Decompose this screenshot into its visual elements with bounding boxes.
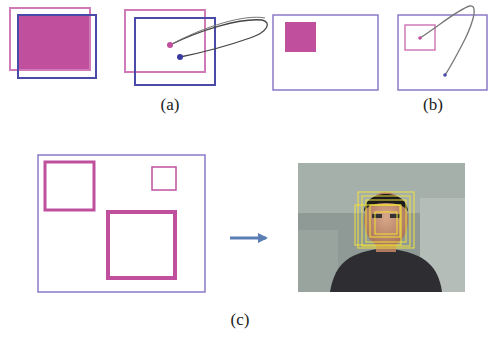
panel-label: (b) — [423, 96, 443, 113]
panel-label: (c) — [231, 311, 250, 328]
panel-label: (a) — [161, 96, 180, 113]
